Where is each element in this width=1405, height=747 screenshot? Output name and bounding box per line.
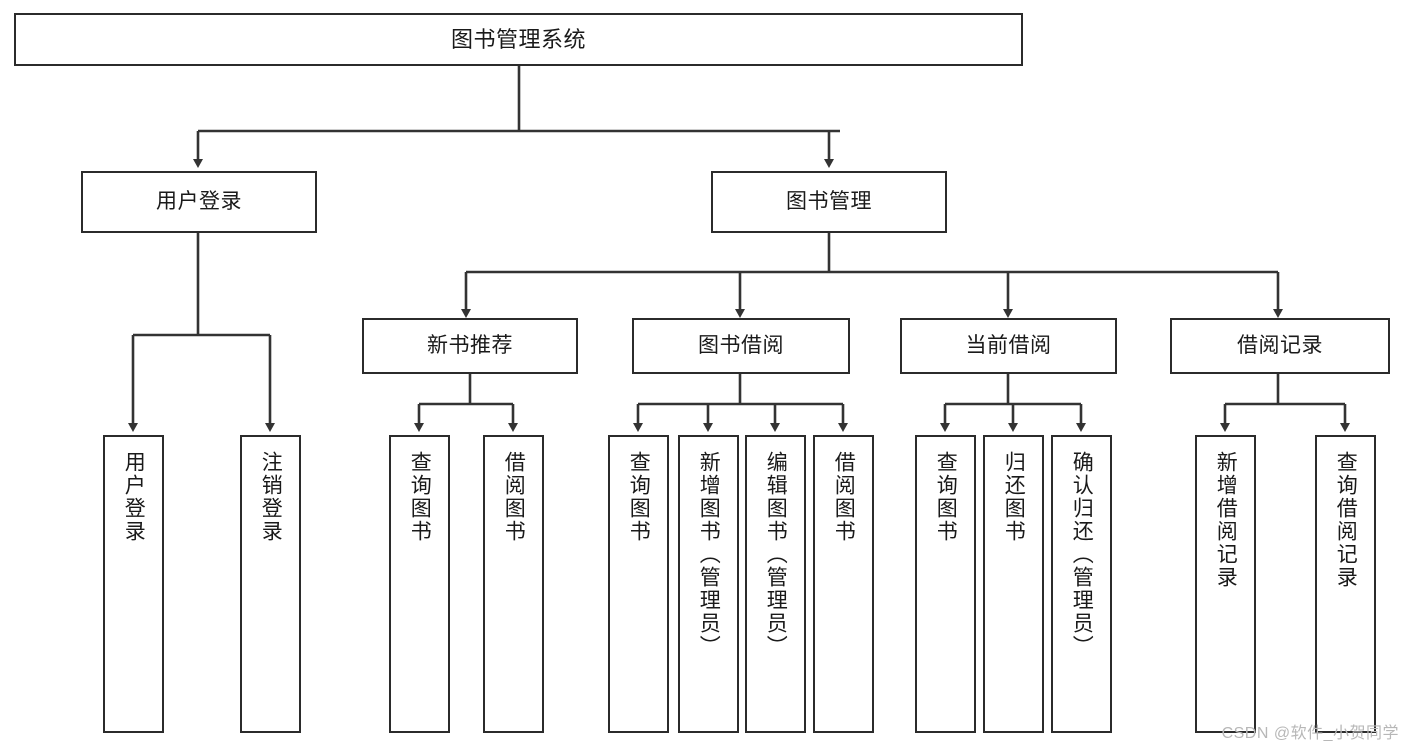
leaf-current-return-book[interactable]: 归还图书 [983,435,1044,733]
leaf-borrow-query-book[interactable]: 查询图书 [608,435,669,733]
node-label: 查询图书 [627,451,651,543]
leaf-current-confirm-return-admin[interactable]: 确认归还（管理员） [1051,435,1112,733]
node-label: 借阅图书 [832,451,856,543]
node-new-book-recommendation[interactable]: 新书推荐 [362,318,578,374]
leaf-borrow-add-book-admin[interactable]: 新增图书（管理员） [678,435,739,733]
node-label: 查询图书 [934,451,958,543]
node-label: 用户登录 [122,451,146,543]
leaf-user-login-logout[interactable]: 注销登录 [240,435,301,733]
node-label: 编辑图书（管理员） [764,451,788,658]
node-label: 图书管理 [786,189,872,213]
node-label: 借阅记录 [1237,333,1323,357]
node-root-book-management-system[interactable]: 图书管理系统 [14,13,1023,66]
leaf-borrow-edit-book-admin[interactable]: 编辑图书（管理员） [745,435,806,733]
node-label: 新书推荐 [427,333,513,357]
leaf-recommend-query-book[interactable]: 查询图书 [389,435,450,733]
node-label: 新增借阅记录 [1214,451,1238,589]
node-label: 用户登录 [156,189,242,213]
node-user-login[interactable]: 用户登录 [81,171,317,233]
node-label: 归还图书 [1002,451,1026,543]
node-current-borrowing[interactable]: 当前借阅 [900,318,1117,374]
node-label: 当前借阅 [965,333,1052,357]
leaf-recommend-borrow-book[interactable]: 借阅图书 [483,435,544,733]
node-label: 图书管理系统 [450,26,586,52]
node-label: 图书借阅 [698,333,784,357]
node-label: 查询借阅记录 [1334,451,1358,589]
node-label: 借阅图书 [502,451,526,543]
leaf-user-login-login[interactable]: 用户登录 [103,435,164,733]
node-label: 新增图书（管理员） [697,451,721,658]
node-book-borrowing[interactable]: 图书借阅 [632,318,850,374]
leaf-current-query-book[interactable]: 查询图书 [915,435,976,733]
node-label: 确认归还（管理员） [1070,451,1094,658]
node-book-management[interactable]: 图书管理 [711,171,947,233]
node-label: 注销登录 [259,451,283,543]
node-borrowing-record[interactable]: 借阅记录 [1170,318,1390,374]
leaf-record-add-record[interactable]: 新增借阅记录 [1195,435,1256,733]
node-label: 查询图书 [408,451,432,543]
leaf-record-query-record[interactable]: 查询借阅记录 [1315,435,1376,733]
leaf-borrow-borrow-book[interactable]: 借阅图书 [813,435,874,733]
